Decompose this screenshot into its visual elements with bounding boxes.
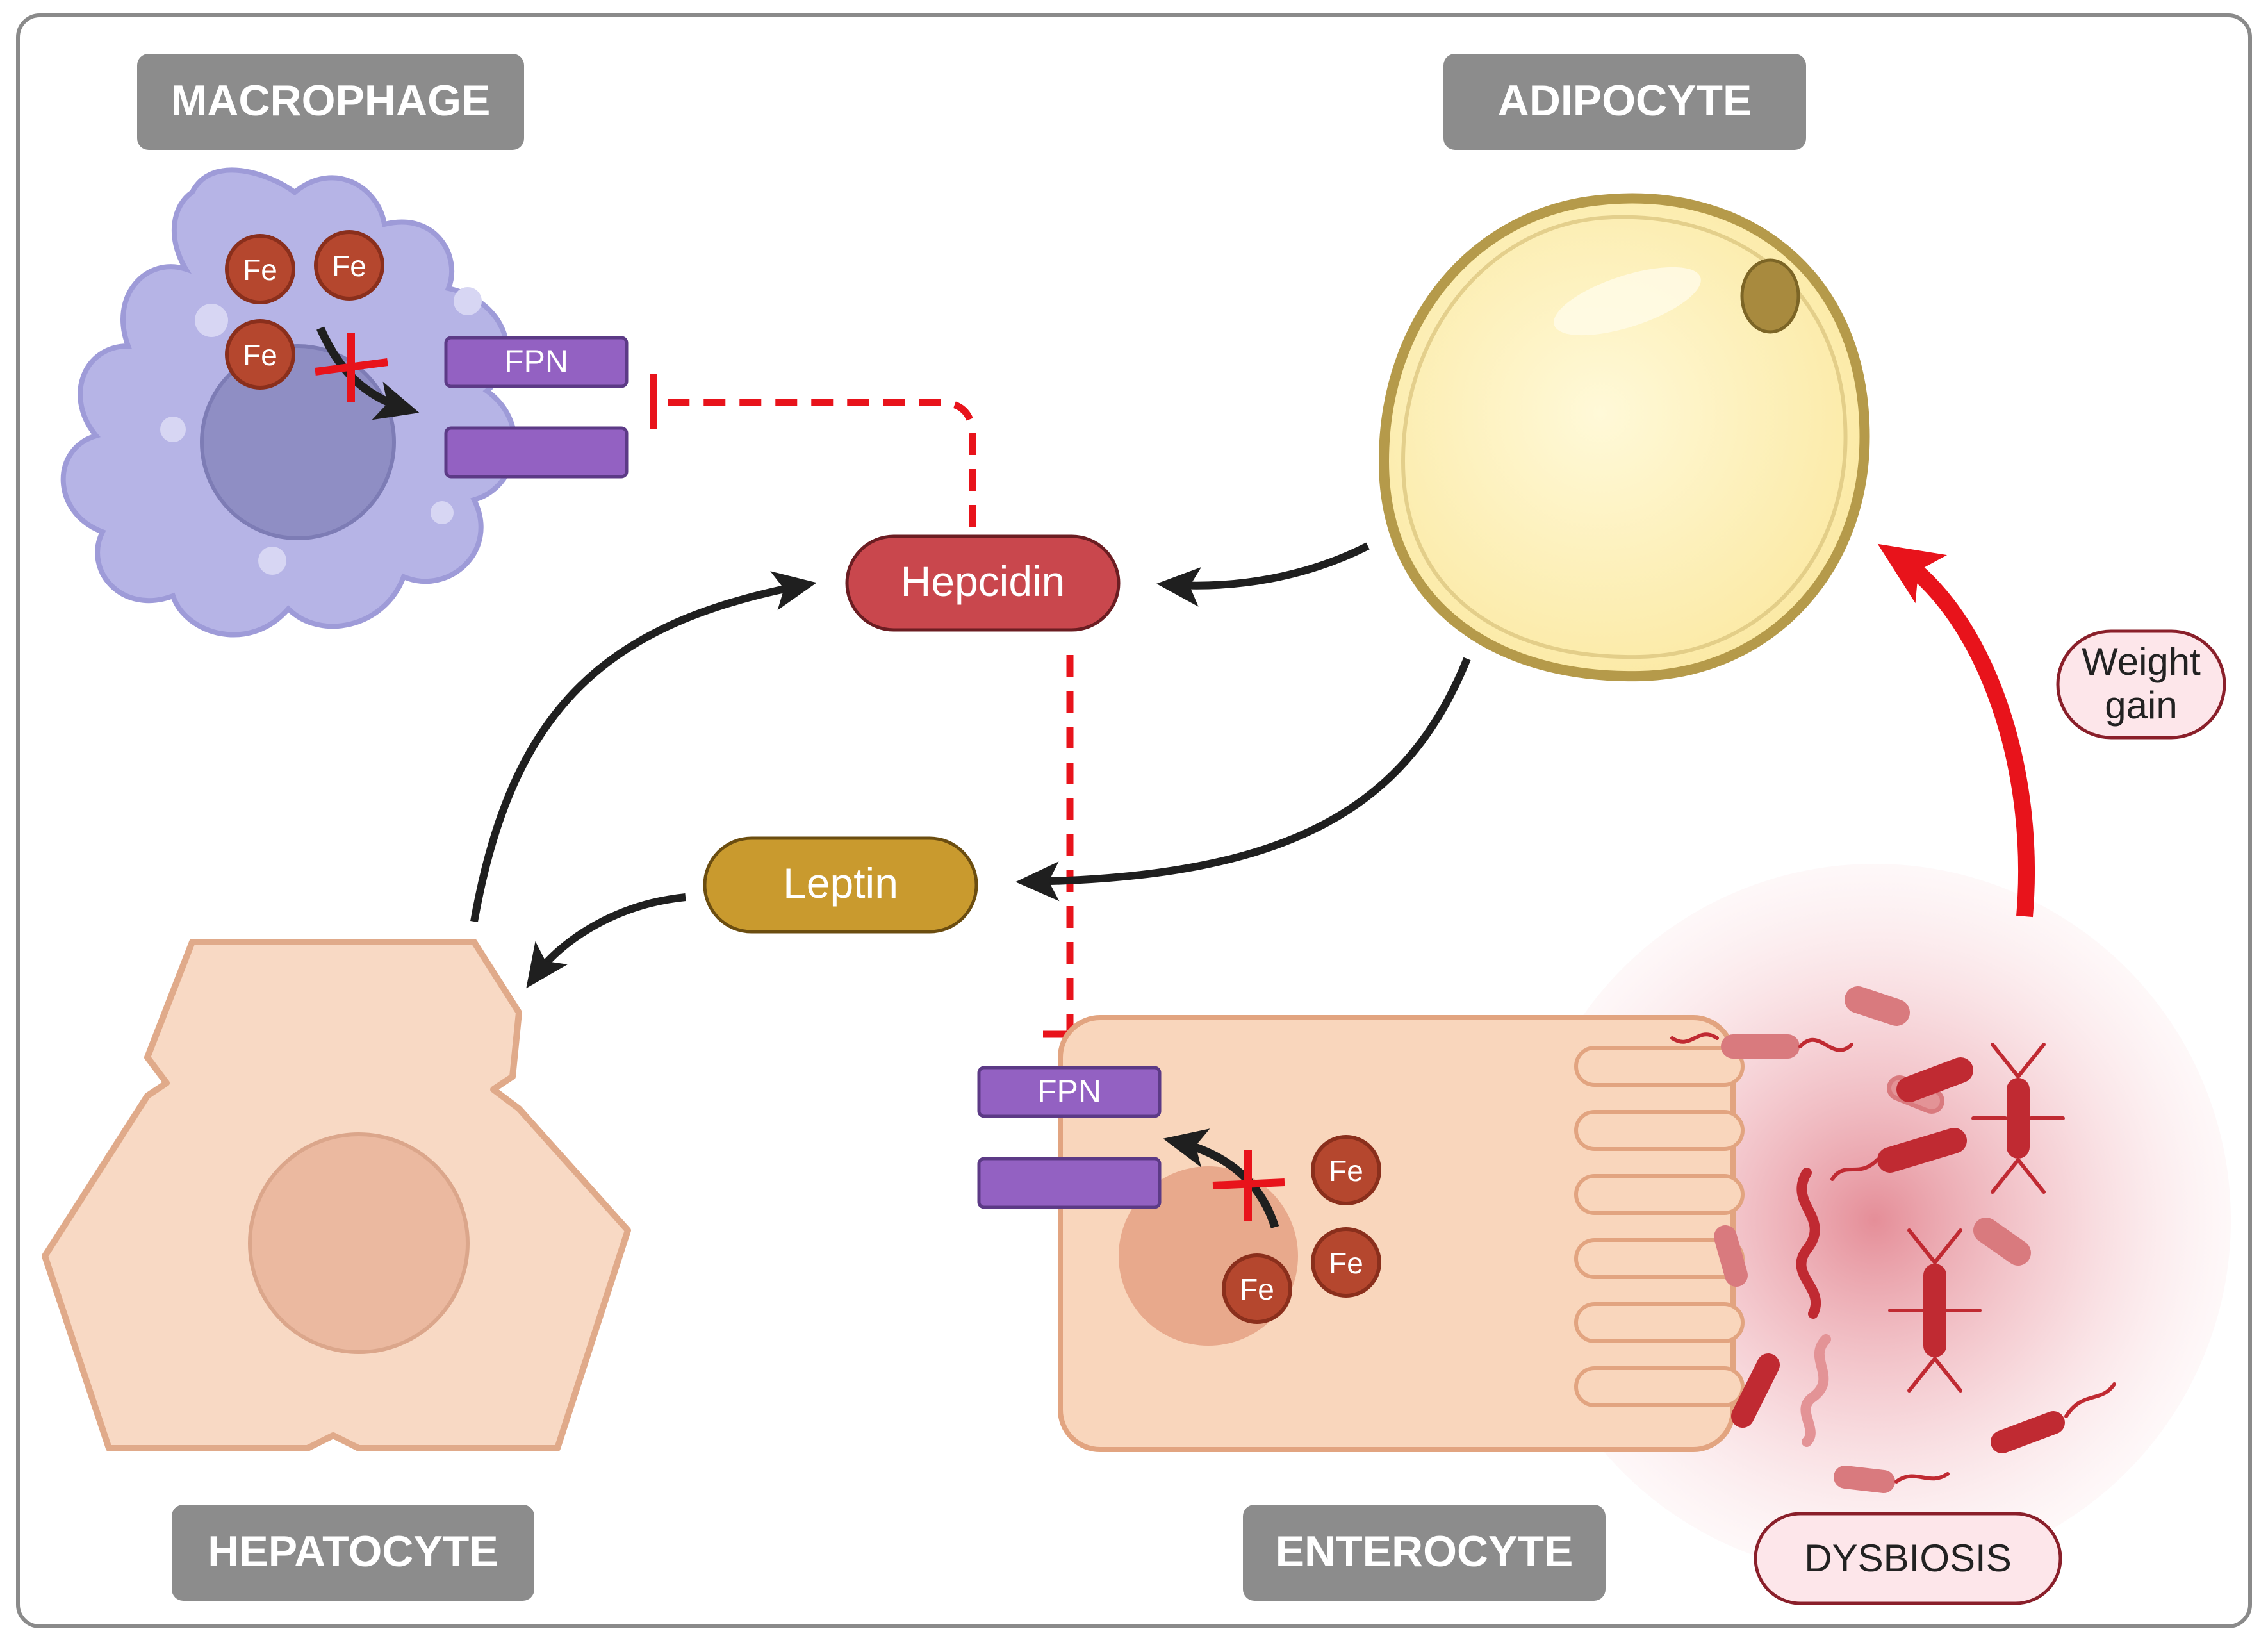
hepatocyte-title-box: HEPATOCYTE	[172, 1505, 534, 1601]
hepatocyte-cell-icon	[42, 939, 631, 1451]
weight-gain-line2: gain	[2105, 684, 2177, 727]
fe-ion-label: Fe	[1329, 1154, 1363, 1187]
fe-ion-label: Fe	[332, 249, 366, 283]
hepcidin-mediator: Hepcidin	[845, 534, 1121, 632]
hepcidin-inhibits-macrophage-fpn	[653, 399, 976, 527]
hepatocyte-title: HEPATOCYTE	[208, 1527, 498, 1576]
macrophage-title-box: MACROPHAGE	[137, 54, 524, 150]
fpn-label: FPN	[504, 343, 568, 379]
fe-ion-label: Fe	[243, 338, 277, 372]
enterocyte-cell-icon	[1058, 1015, 1745, 1452]
macrophage-iron: Fe Fe Fe	[225, 230, 384, 390]
bacteria-icon	[1670, 986, 2116, 1493]
weight-gain-badge: Weight gain	[2056, 629, 2226, 740]
adipocyte-title-box: ADIPOCYTE	[1443, 54, 1806, 150]
fe-ion-label: Fe	[243, 253, 277, 286]
fe-ion-label: Fe	[1329, 1246, 1363, 1280]
fe-ion-label: Fe	[1240, 1273, 1274, 1306]
leptin-mediator: Leptin	[703, 836, 978, 934]
blocked-export-arrow	[316, 326, 420, 420]
blocked-export-arrow	[1163, 1128, 1279, 1228]
dysbiosis-label: DYSBIOSIS	[1804, 1537, 2011, 1580]
leptin-to-hepatocyte-arrow	[526, 893, 686, 989]
enterocyte-fpn: FPN	[977, 1066, 1162, 1209]
enterocyte-title: ENTEROCYTE	[1276, 1527, 1574, 1576]
macrophage-cell-icon	[60, 167, 518, 638]
macrophage-fpn: FPN	[444, 336, 629, 479]
adipocyte-to-hepcidin-arrow	[1156, 542, 1370, 607]
block-cross-icon	[1212, 1150, 1285, 1221]
enterocyte-iron: Fe Fe Fe	[1222, 1135, 1381, 1324]
adipocyte-cell-icon	[1378, 193, 1870, 682]
enterocyte-title-box: ENTEROCYTE	[1243, 1505, 1606, 1601]
macrophage-title: MACROPHAGE	[171, 76, 491, 125]
weight-gain-arrow	[1877, 543, 2035, 918]
weight-gain-line1: Weight	[2082, 640, 2201, 683]
hepatocyte-to-hepcidin-arrow	[470, 571, 817, 923]
adipocyte-title: ADIPOCYTE	[1498, 76, 1752, 125]
dysbiosis-badge: DYSBIOSIS	[1754, 1512, 2062, 1605]
hepcidin-label: Hepcidin	[901, 558, 1065, 605]
adipocyte-to-leptin-arrow	[1015, 657, 1471, 902]
fpn-label: FPN	[1037, 1073, 1101, 1109]
leptin-label: Leptin	[783, 859, 898, 907]
block-cross-icon	[315, 333, 388, 402]
